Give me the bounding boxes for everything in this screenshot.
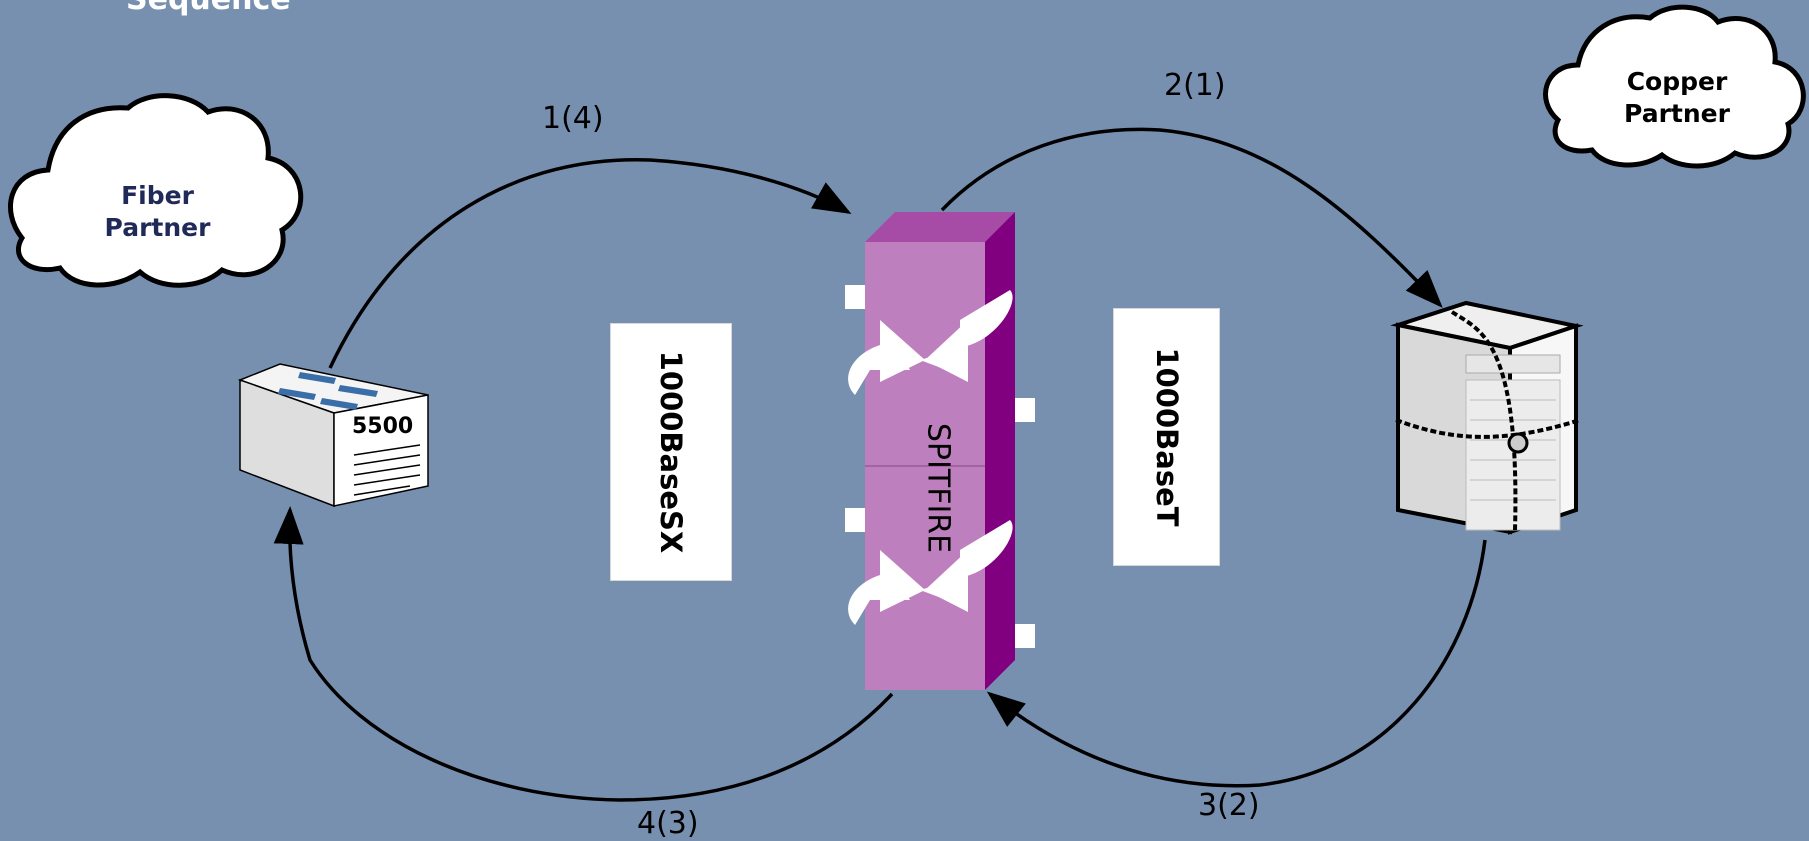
circular-arrow-icon [848, 520, 1013, 625]
media-label-left: 1000BaseSX [610, 323, 732, 581]
fiber-partner-label: Fiber Partner [70, 180, 245, 244]
arc-spitfire-to-copper [940, 127, 1443, 308]
copper-partner-cloud-icon [1543, 4, 1806, 169]
arc-copper-to-spitfire [986, 539, 1487, 788]
step-label-1: 1(4) [542, 101, 604, 136]
fiber-partner-line1: Fiber [121, 181, 194, 210]
arc-fiber-to-spitfire [328, 158, 852, 369]
media-left-text: 1000BaseSX [654, 350, 688, 554]
media-label-right: 1000BaseT [1113, 308, 1220, 566]
media-right-text: 1000BaseT [1149, 347, 1184, 527]
switch-model-label: 5500 [352, 414, 413, 439]
spitfire-box-icon [845, 212, 1035, 690]
copper-partner-line1: Copper [1626, 67, 1728, 96]
page-title: Sequence [126, 0, 291, 17]
arc-spitfire-to-fiber [273, 506, 894, 802]
fiber-partner-cloud-icon [8, 93, 304, 288]
locked-server-icon [1390, 300, 1584, 535]
copper-partner-line2: Partner [1624, 99, 1730, 128]
switch-5500-icon: 5500 [237, 363, 429, 508]
copper-partner-label: Copper Partner [1592, 66, 1762, 130]
step-label-2: 2(1) [1164, 68, 1226, 103]
fiber-partner-line2: Partner [104, 213, 211, 242]
circular-arrow-icon [848, 290, 1013, 395]
spitfire-label: SPITFIRE [920, 422, 956, 554]
step-label-3: 3(2) [1198, 788, 1260, 823]
step-label-4: 4(3) [637, 806, 699, 841]
